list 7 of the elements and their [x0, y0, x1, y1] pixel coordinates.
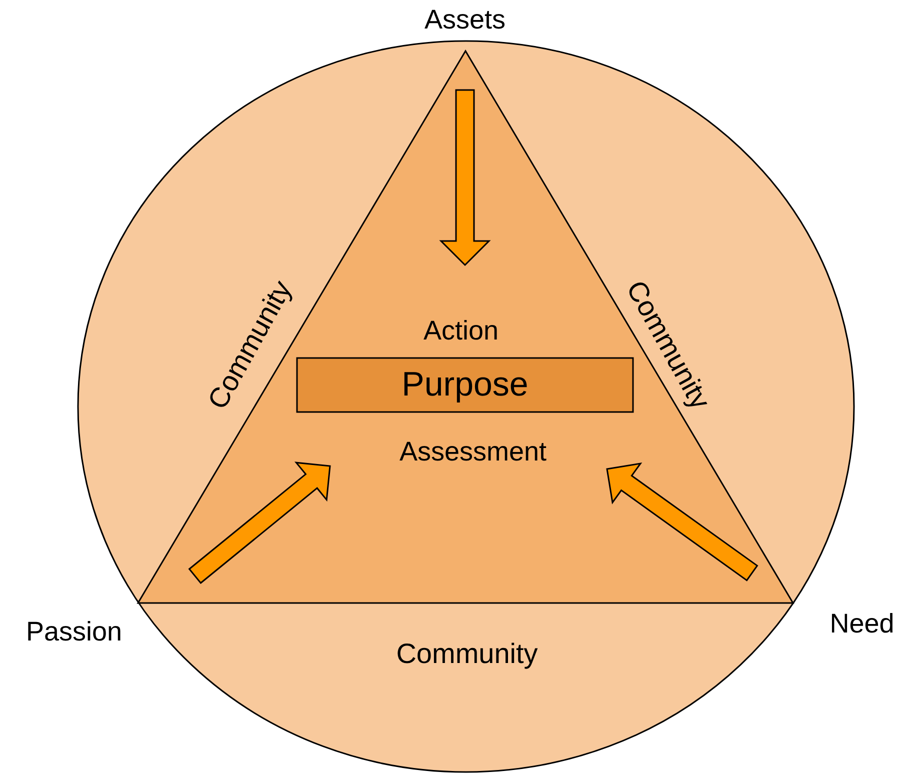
purpose-label: Purpose [402, 366, 528, 404]
triangle-label: Assessment [399, 436, 547, 468]
vertex-label: Assets [424, 4, 506, 36]
vertex-label: Passion [26, 616, 122, 648]
segment-label: Community [396, 638, 538, 670]
vertex-label: Need [830, 608, 894, 640]
triangle-label: Action [423, 316, 499, 346]
